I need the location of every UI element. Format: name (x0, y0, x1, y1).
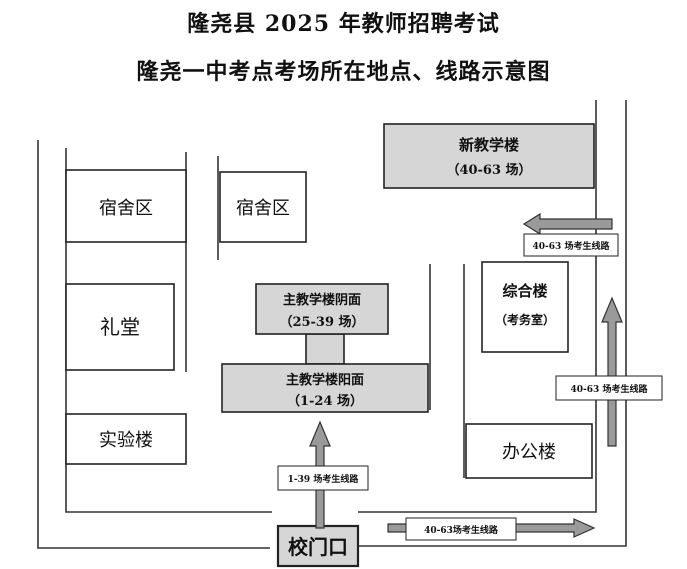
building-dorm-mid: 宿舍区 (219, 171, 307, 243)
left-arrow-icon (522, 212, 613, 236)
building-dorm-left: 宿舍区 (65, 169, 187, 243)
building-label: 礼堂 (100, 315, 140, 339)
page-title: 隆尧县 2025 年教师招聘考试 (187, 11, 500, 37)
room-range-label: （25-39 场） (279, 314, 364, 330)
gate-label: 校门口 (288, 535, 348, 559)
building-note: （考务室） (495, 312, 555, 327)
building-label: 主教学楼阴面 (283, 292, 361, 308)
road-right-outer (358, 100, 627, 547)
road-lines (37, 100, 627, 549)
route-label-top-right: 40-63 场考生线路 (523, 233, 619, 257)
building-label: 办公楼 (502, 442, 556, 463)
room-range-label: （40-63 场） (446, 162, 531, 178)
building-lab: 实验楼 (65, 413, 187, 465)
building-label: 宿舍区 (99, 198, 153, 219)
building-auditorium: 礼堂 (65, 283, 175, 371)
room-range-label: （1-24 场） (287, 393, 363, 409)
route-label: 40-63 场考生线路 (571, 383, 649, 395)
route-label: 40-63场考生线路 (424, 524, 499, 536)
building-complex: 综合楼 （考务室） (481, 261, 569, 353)
building-label: 主教学楼阳面 (286, 372, 364, 388)
road-left-inner (65, 148, 272, 513)
building-label: 实验楼 (99, 430, 153, 451)
up-arrow-icon (601, 296, 623, 447)
route-label: 40-63 场考生线路 (533, 240, 611, 252)
route-label-right-mid: 40-63 场考生线路 (555, 375, 663, 401)
road-left-outer (37, 140, 270, 549)
route-label: 1-39 场考生线路 (288, 473, 360, 485)
building-label: 宿舍区 (236, 198, 290, 219)
building-label: 综合楼 (502, 282, 547, 300)
connector (305, 333, 345, 365)
route-label-bottom: 40-63场考生线路 (405, 517, 517, 541)
route-label-center: 1-39 场考生线路 (277, 465, 369, 491)
building-new-teaching: 新教学楼 （40-63 场） (383, 123, 595, 189)
building-main-teaching: 主教学楼阴面 （25-39 场） 主教学楼阳面 （1-24 场） (221, 283, 429, 413)
building-label: 新教学楼 (459, 136, 519, 154)
school-gate: 校门口 (276, 524, 360, 568)
building-office: 办公楼 (465, 423, 593, 479)
page-subtitle: 隆尧一中考点考场所在地点、线路示意图 (136, 59, 551, 85)
